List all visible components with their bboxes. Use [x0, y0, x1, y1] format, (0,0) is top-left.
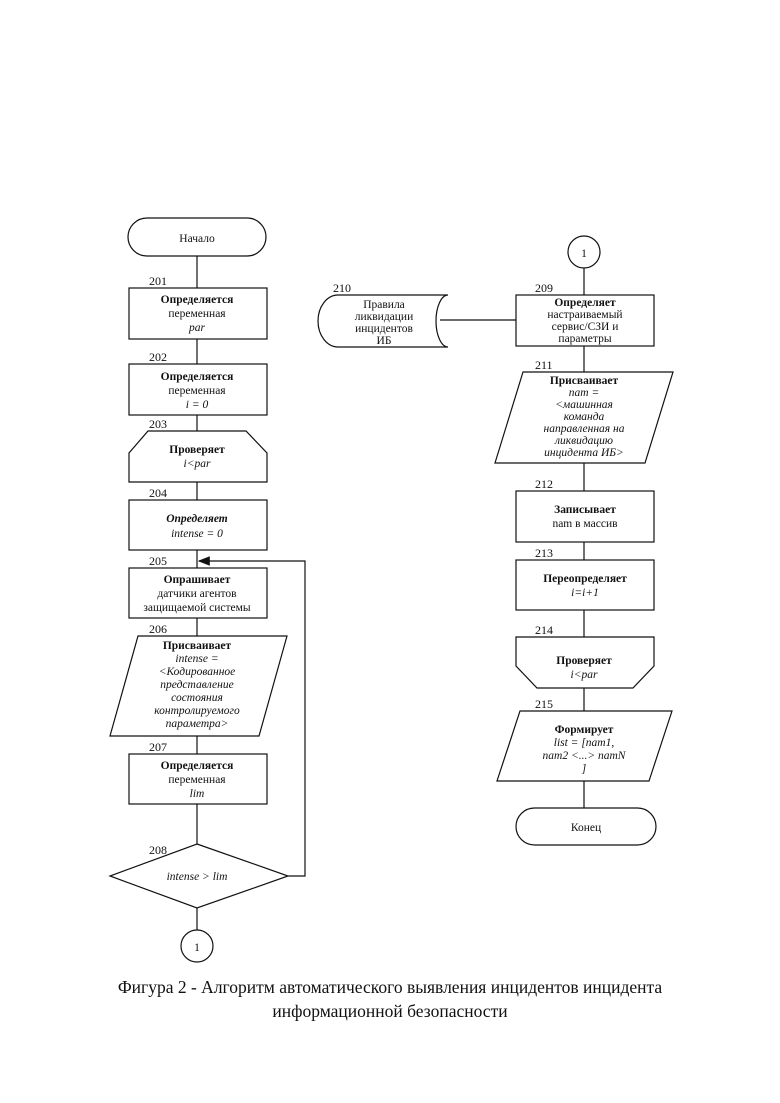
step-number-205: 205	[149, 554, 167, 568]
step-number-201: 201	[149, 274, 167, 288]
step-201-line2: переменная	[168, 308, 226, 320]
step-number-214: 214	[535, 623, 553, 637]
step-number-209: 209	[535, 281, 553, 295]
step-211-line5: направленная на	[544, 423, 625, 435]
step-206-line2: intense =	[175, 653, 218, 665]
step-number-208: 208	[149, 843, 167, 857]
step-number-213: 213	[535, 546, 553, 560]
start-label: Начало	[179, 233, 215, 245]
step-207-line1: Определяется	[161, 760, 234, 772]
step-202-line2: переменная	[168, 385, 226, 397]
figure-caption: Фигура 2 - Алгоритм автоматического выяв…	[0, 975, 780, 1023]
step-205-line3: защищаемой системы	[143, 602, 251, 614]
step-206-line3: <Кодированное	[159, 666, 236, 678]
step-212-line1: Записывает	[554, 504, 616, 516]
step-208-condition: intense > lim	[167, 871, 228, 883]
step-210-line1: Правила	[363, 299, 405, 311]
end-terminator: Конец	[516, 808, 656, 845]
step-211-line6: ликвидацию	[554, 435, 613, 447]
step-206-line5: состояния	[171, 692, 223, 704]
step-number-204: 204	[149, 486, 167, 500]
step-210-line4: ИБ	[377, 335, 392, 347]
step-205-line1: Опрашивает	[164, 574, 231, 586]
step-211-line3: <машинная	[555, 399, 613, 411]
step-211-line2: nam =	[569, 387, 599, 399]
step-207-line2: переменная	[168, 774, 226, 786]
step-209-line4: параметры	[558, 333, 611, 345]
step-214-line2: i<par	[571, 669, 598, 681]
connector-in-label: 1	[581, 248, 587, 260]
step-203-line2: i<par	[184, 458, 211, 470]
step-207-line3: lim	[190, 788, 205, 800]
end-label: Конец	[571, 822, 601, 834]
step-211-line4: команда	[564, 411, 605, 423]
step-209-line3: сервис/СЗИ и	[552, 321, 619, 333]
step-204-line1: Определяет	[166, 513, 228, 525]
step-number-215: 215	[535, 697, 553, 711]
step-204-line2: intense = 0	[171, 528, 223, 540]
start-terminator: Начало	[128, 218, 266, 256]
step-number-202: 202	[149, 350, 167, 364]
step-203-line1: Проверяет	[169, 444, 225, 456]
step-209-line1: Определяет	[554, 297, 616, 309]
step-201-line1: Определяется	[161, 294, 234, 306]
step-205-line2: датчики агентов	[157, 588, 237, 600]
step-206-line7: параметра>	[166, 718, 229, 730]
process-box-213	[516, 560, 654, 610]
step-202-line3: i = 0	[186, 399, 209, 411]
step-215-line2: list = [nam1,	[554, 737, 615, 749]
step-211-line7: инцидента ИБ>	[544, 447, 624, 459]
process-box-212	[516, 491, 654, 542]
step-209-line2: настраиваемый	[547, 309, 622, 321]
step-206-line1: Присваивает	[163, 640, 232, 652]
step-202-line1: Определяется	[161, 371, 234, 383]
step-number-207: 207	[149, 740, 167, 754]
step-214-line1: Проверяет	[556, 655, 612, 667]
step-211-line1: Присваивает	[550, 375, 619, 387]
step-215-line1: Формирует	[555, 724, 614, 736]
step-number-212: 212	[535, 477, 553, 491]
step-206-line4: представление	[160, 679, 233, 691]
caption-line-1: Фигура 2 - Алгоритм автоматического выяв…	[0, 975, 780, 999]
caption-line-2: информационной безопасности	[0, 999, 780, 1023]
connector-out-label: 1	[194, 942, 200, 954]
step-213-line2: i=i+1	[571, 587, 599, 599]
step-206-line6: контролируемого	[154, 705, 240, 717]
step-number-210: 210	[333, 281, 351, 295]
step-213-line1: Переопределяет	[543, 573, 627, 585]
step-number-203: 203	[149, 417, 167, 431]
step-210-line3: инцидентов	[355, 323, 413, 335]
process-box-204	[129, 500, 267, 550]
step-201-line3: par	[188, 322, 206, 334]
step-215-line3: nam2 <...> namN	[543, 750, 627, 762]
step-210-line2: ликвидации	[355, 311, 413, 323]
step-215-line4: ]	[581, 763, 586, 775]
step-number-206: 206	[149, 622, 167, 636]
step-number-211: 211	[535, 358, 553, 372]
step-212-line2: nam в массив	[552, 518, 618, 530]
loop-start-203	[129, 431, 267, 482]
